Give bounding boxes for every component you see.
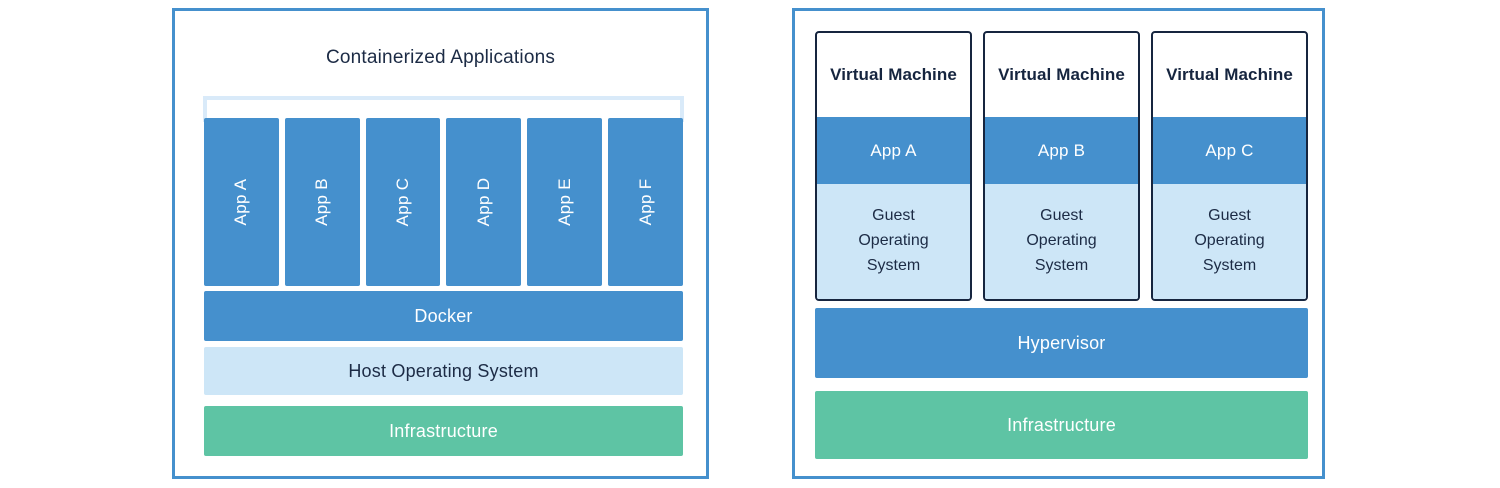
vm-card-c-guest-line-1: Guest: [1208, 207, 1251, 225]
vm-card-b-app[interactable]: App B: [985, 117, 1138, 184]
vm-card-c-guest-os[interactable]: Guest Operating System: [1153, 184, 1306, 299]
vm-cards-row: Virtual Machine App A Guest Operating Sy…: [815, 31, 1308, 301]
vm-card-c-app[interactable]: App C: [1153, 117, 1306, 184]
virtual-machines-panel: Virtual Machine App A Guest Operating Sy…: [792, 8, 1325, 479]
container-app-c-label: App C: [393, 177, 413, 227]
vm-card-b-title: Virtual Machine: [998, 65, 1125, 84]
container-app-f-label: App F: [635, 178, 655, 226]
container-app-e[interactable]: App E: [527, 118, 603, 286]
containers-bracket: [203, 96, 684, 122]
docker-layer[interactable]: Docker: [204, 291, 683, 341]
container-app-d-label: App D: [473, 177, 493, 227]
container-app-b-label: App B: [312, 178, 332, 226]
vm-card-a-guest-line-3: System: [866, 256, 921, 274]
vm-card-a-guest-line-2: Operating: [858, 232, 929, 250]
page-title: Containerized Applications: [325, 47, 556, 68]
vm-card-a-guest-os[interactable]: Guest Operating System: [817, 184, 970, 299]
vm-card-a[interactable]: Virtual Machine App A Guest Operating Sy…: [815, 31, 972, 301]
container-app-d[interactable]: App D: [446, 118, 522, 286]
container-app-f[interactable]: App F: [608, 118, 683, 286]
vm-card-c-guest-line-3: System: [1202, 256, 1257, 274]
infrastructure-layer-vms[interactable]: Infrastructure: [815, 391, 1308, 459]
container-app-a-label: App A: [231, 178, 251, 226]
vm-card-c-title: Virtual Machine: [1166, 65, 1293, 84]
vm-card-c[interactable]: Virtual Machine App C Guest Operating Sy…: [1151, 31, 1308, 301]
vm-card-a-app[interactable]: App A: [817, 117, 970, 184]
vm-card-c-guest-line-2: Operating: [1194, 232, 1265, 250]
vm-card-b-guest-line-1: Guest: [1040, 207, 1083, 225]
vm-card-b-guest-line-3: System: [1034, 256, 1089, 274]
container-app-a[interactable]: App A: [204, 118, 279, 286]
container-apps-row: App A App B App C App D App E App F: [204, 118, 683, 286]
container-app-b[interactable]: App B: [284, 118, 360, 286]
hypervisor-layer[interactable]: Hypervisor: [815, 308, 1308, 378]
host-operating-system-layer[interactable]: Host Operating System: [204, 347, 683, 395]
containers-panel: Containerized Applications App A App B A…: [172, 8, 709, 479]
container-app-c[interactable]: App C: [365, 118, 441, 286]
vm-card-b[interactable]: Virtual Machine App B Guest Operating Sy…: [983, 31, 1140, 301]
vm-card-b-guest-line-2: Operating: [1026, 232, 1097, 250]
vm-card-a-title: Virtual Machine: [830, 65, 957, 84]
infrastructure-layer-containers[interactable]: Infrastructure: [204, 406, 683, 456]
vm-card-a-guest-line-1: Guest: [872, 207, 915, 225]
vm-card-b-guest-os[interactable]: Guest Operating System: [985, 184, 1138, 299]
container-app-e-label: App E: [554, 178, 574, 226]
